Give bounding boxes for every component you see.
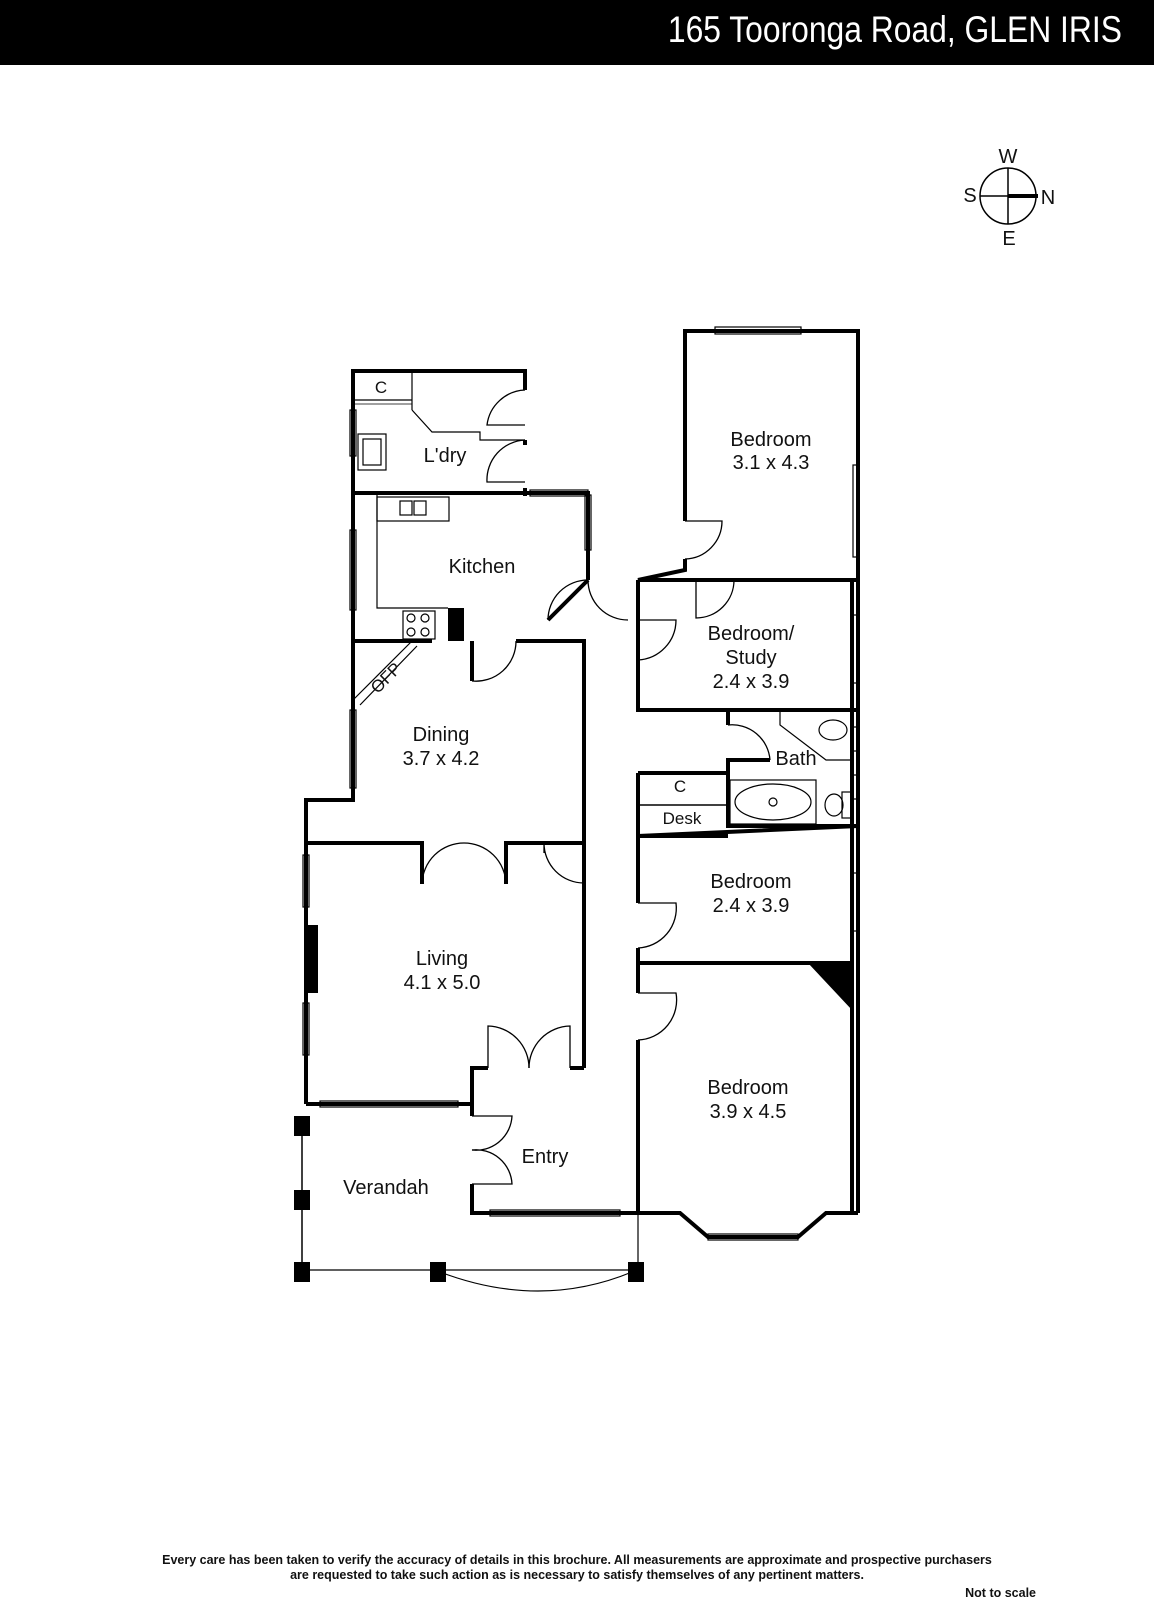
laundry-fixtures xyxy=(353,371,525,471)
header-bar: 165 Tooronga Road, GLEN IRIS xyxy=(0,0,1154,65)
bedroom1-size: 3.1 x 4.3 xyxy=(733,452,810,474)
laundry-name: L'dry xyxy=(424,445,467,467)
bedroom3-size: 2.4 x 3.9 xyxy=(713,895,790,917)
bedroom3-name: Bedroom xyxy=(710,871,791,893)
corner-fill xyxy=(808,963,852,1010)
verandah-frame xyxy=(294,1116,644,1292)
bedroom-study-name-line2: Study xyxy=(725,647,776,669)
bedroom4-size: 3.9 x 4.5 xyxy=(710,1101,787,1123)
windows xyxy=(302,326,860,1241)
bedroom4-name: Bedroom xyxy=(707,1077,788,1099)
compass-south: S xyxy=(963,185,976,207)
bath-fixtures xyxy=(729,710,853,825)
living-name: Living xyxy=(416,948,468,970)
kitchen-name: Kitchen xyxy=(449,556,516,578)
dining-name: Dining xyxy=(413,724,470,746)
bath-name: Bath xyxy=(775,748,816,770)
compass-east: E xyxy=(1002,228,1015,250)
oven-block xyxy=(448,608,464,641)
property-address: 165 Tooronga Road, GLEN IRIS xyxy=(667,9,1122,50)
fireplace-block xyxy=(306,925,318,993)
room-labels: Bedroom 3.1 x 4.3 L'dry C Kitchen Bedroo… xyxy=(343,378,816,1199)
verandah-name: Verandah xyxy=(343,1177,429,1199)
dining-size: 3.7 x 4.2 xyxy=(403,748,480,770)
not-to-scale-note: Not to scale xyxy=(965,1586,1036,1600)
cupboard2-name: C xyxy=(674,777,686,796)
kitchen-fixtures xyxy=(352,493,450,706)
compass-north: N xyxy=(1041,187,1055,209)
desk-name: Desk xyxy=(663,809,702,828)
disclaimer-line2: are requested to take such action as is … xyxy=(290,1568,864,1582)
compass-west: W xyxy=(999,146,1018,168)
living-size: 4.1 x 5.0 xyxy=(404,972,481,994)
bedroom-study-size: 2.4 x 3.9 xyxy=(713,671,790,693)
cupboard1-name: C xyxy=(375,378,387,397)
bedroom1-name: Bedroom xyxy=(730,429,811,451)
entry-name: Entry xyxy=(522,1146,569,1168)
disclaimer-line1: Every care has been taken to verify the … xyxy=(162,1553,992,1567)
compass-icon: W N S E xyxy=(963,146,1055,250)
doors xyxy=(421,389,771,1185)
bedroom-study-name-line1: Bedroom/ xyxy=(708,623,795,645)
disclaimer: Every care has been taken to verify the … xyxy=(0,1553,1154,1583)
